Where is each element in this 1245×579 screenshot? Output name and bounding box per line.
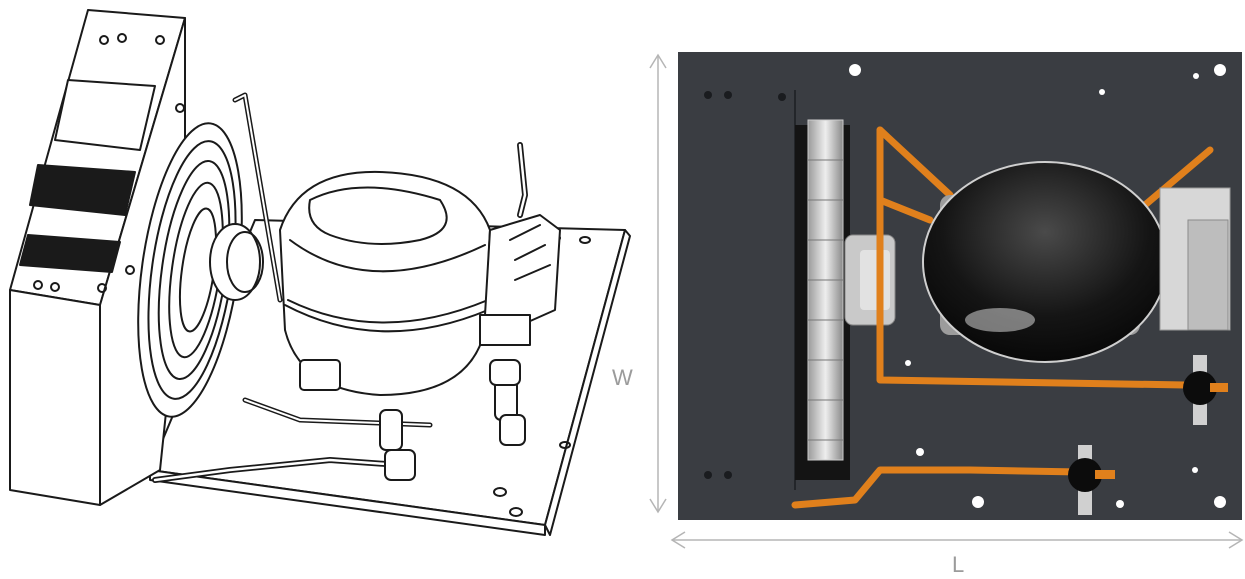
length-dimension-arrow [670,531,1244,549]
compressor [922,161,1168,363]
fan-guard [137,122,264,418]
length-label: L [952,552,965,577]
isometric-line-drawing [9,9,631,536]
width-dimension-arrow [649,53,667,514]
copper-tubing [791,126,1214,509]
condensing-unit-line-drawing-icon [9,9,631,536]
service-valves [379,359,526,481]
mounting-holes [849,64,1226,508]
service-valves [1068,355,1228,515]
screws [704,91,786,479]
compressor [279,170,491,396]
width-label: W [612,365,633,390]
electrical-box [479,214,561,346]
electrical-box [1159,187,1231,331]
condensing-unit-top-view-render-icon [649,52,1244,549]
top-view-render [640,0,1245,579]
